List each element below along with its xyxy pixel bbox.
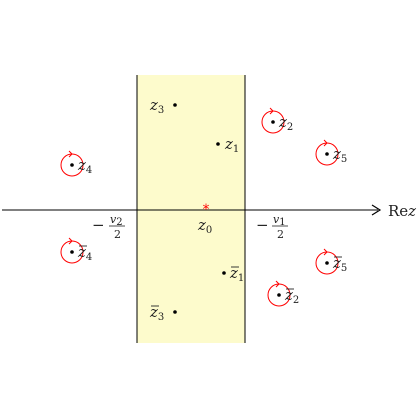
loop-arrow-z2bar <box>275 280 280 288</box>
point-z2: z2 <box>261 107 293 134</box>
real-axis-arrowhead <box>371 204 382 216</box>
loop-arrow-z5bar <box>323 248 328 256</box>
dot-z4bar <box>70 250 74 254</box>
svg-text:v2: v2 <box>110 213 123 228</box>
loop-arrow-z2 <box>269 107 274 115</box>
loop-arrow-z4bar <box>68 237 73 245</box>
svg-text:2: 2 <box>114 228 121 241</box>
dot-z5 <box>325 152 329 156</box>
point-z3: z3 <box>149 96 177 116</box>
point-z0: z0 <box>197 216 212 236</box>
point-z5: z5 <box>315 139 347 166</box>
point-z1: z1 <box>216 135 239 155</box>
point-z1bar: z1 <box>222 264 244 284</box>
right-strip-label: − v1 2 <box>256 213 288 241</box>
left-strip-label: − v2 2 <box>92 213 125 241</box>
points-layer: z3 z1 z2 z5 z4 z0 z4 z1 z5 z2 z3 <box>60 96 347 323</box>
dot-z3bar <box>173 310 177 314</box>
label-z3: z3 <box>149 96 164 116</box>
svg-text:−: − <box>256 216 269 234</box>
center-marker: * <box>203 202 210 218</box>
dot-z2bar <box>277 293 281 297</box>
label-z1bar: z1 <box>229 264 244 284</box>
real-axis-label: Rez <box>388 202 416 220</box>
dot-z1 <box>216 142 220 146</box>
loop-arrow-z4 <box>68 150 73 158</box>
critical-strip <box>137 75 245 343</box>
point-z4: z4 <box>60 150 92 177</box>
dot-z1bar <box>222 271 226 275</box>
label-z1: z1 <box>224 135 239 155</box>
loop-arrow-z5 <box>323 139 328 147</box>
dot-z3 <box>173 103 177 107</box>
label-z5: z5 <box>332 145 347 165</box>
label-z3bar: z3 <box>149 303 164 323</box>
label-z2bar: z2 <box>284 286 299 306</box>
label-z4: z4 <box>77 156 92 176</box>
point-z3bar: z3 <box>149 303 177 323</box>
svg-text:2: 2 <box>277 228 284 241</box>
point-z2bar: z2 <box>267 280 299 307</box>
dot-z5bar <box>325 261 329 265</box>
dot-z2 <box>271 120 275 124</box>
dot-z4 <box>70 163 74 167</box>
label-z0: z0 <box>197 216 212 236</box>
label-z5bar: z5 <box>332 254 347 274</box>
point-z4bar: z4 <box>60 237 92 264</box>
label-z2: z2 <box>278 113 293 133</box>
svg-text:−: − <box>92 216 105 234</box>
point-z5bar: z5 <box>315 248 347 275</box>
label-z4bar: z4 <box>77 243 92 263</box>
svg-text:v1: v1 <box>273 213 286 228</box>
